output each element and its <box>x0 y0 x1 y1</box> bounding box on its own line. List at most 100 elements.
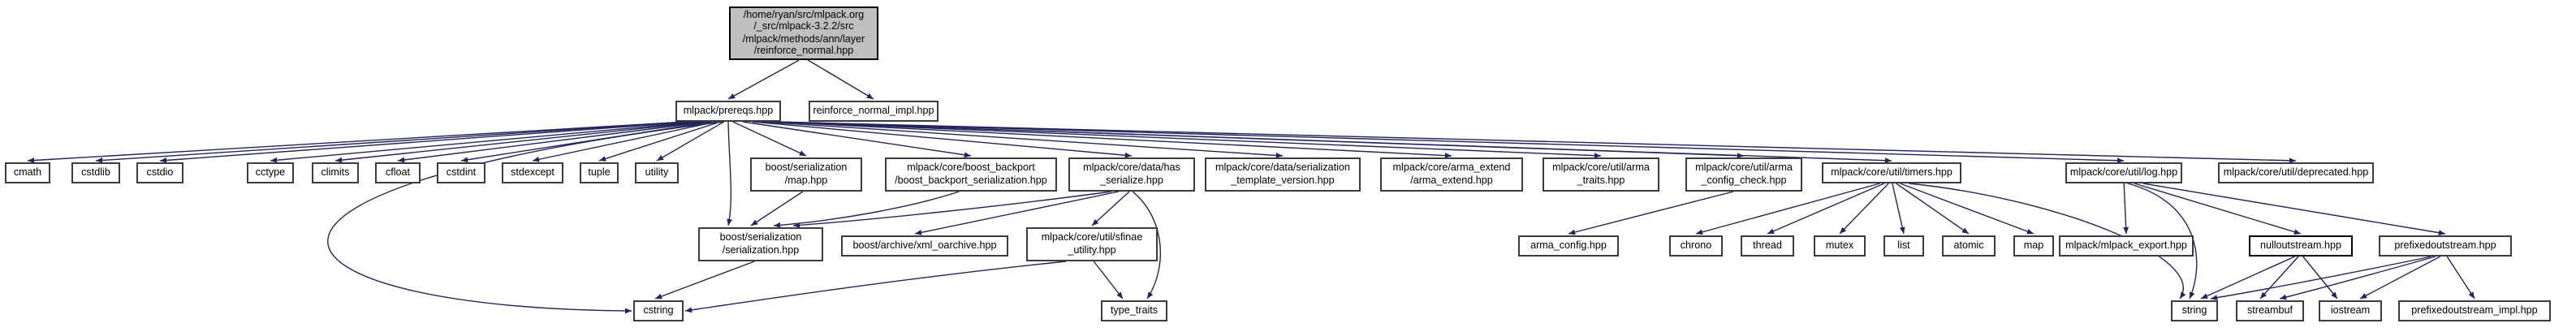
graph-node-stdexcept[interactable]: stdexcept <box>502 162 563 183</box>
graph-node-label: mlpack/core/data/has _serialize.hpp <box>1083 162 1180 186</box>
edge-prereqs-cstdint <box>460 121 713 163</box>
graph-node-timers[interactable]: mlpack/core/util/timers.hpp <box>1822 162 1961 183</box>
edge-prefixedoutstream-iostream <box>2359 256 2441 300</box>
graph-node-arma_extend[interactable]: mlpack/core/arma_extend /arma_extend.hpp <box>1380 157 1523 192</box>
edge-prereqs-log <box>774 121 2125 164</box>
graph-node-label: nulloutstream.hpp <box>2259 239 2342 252</box>
graph-node-backport[interactable]: mlpack/core/boost_backport /boost_backpo… <box>885 157 1057 192</box>
edge-sfinae-type_traits <box>1093 261 1124 300</box>
graph-node-label: list <box>1897 239 1910 252</box>
graph-node-log[interactable]: mlpack/core/util/log.hpp <box>2065 162 2182 183</box>
edge-log-mlpack_export <box>2123 183 2129 235</box>
graph-node-type_traits[interactable]: type_traits <box>1101 300 1167 321</box>
graph-node-label: boost/serialization /serialization.hpp <box>719 231 802 256</box>
edge-prereqs-stdexcept <box>532 121 717 162</box>
graph-node-label: arma_config.hpp <box>1530 239 1607 252</box>
graph-node-tuple[interactable]: tuple <box>580 162 619 183</box>
graph-node-cstdint[interactable]: cstdint <box>437 162 485 183</box>
graph-node-label: cstdio <box>146 166 174 179</box>
graph-node-arma_config[interactable]: arma_config.hpp <box>1518 235 1619 257</box>
graph-node-cctype[interactable]: cctype <box>247 162 294 183</box>
edge-has_serialize-sfinae <box>1091 191 1130 226</box>
graph-node-cstdlib[interactable]: cstdlib <box>71 162 120 183</box>
edge-timers-string <box>1909 183 2186 300</box>
edge-prereqs-timers <box>774 121 1892 164</box>
edge-serialization-cstring <box>654 261 755 300</box>
edge-prereqs-arma_traits <box>774 121 1602 159</box>
graph-node-label: atomic <box>1953 239 1984 252</box>
graph-node-nulloutstream[interactable]: nulloutstream.hpp <box>2249 235 2353 257</box>
graph-node-label: cstring <box>643 304 674 317</box>
graph-node-atomic[interactable]: atomic <box>1942 235 1996 257</box>
graph-node-label: mlpack/core/arma_extend /arma_extend.hpp <box>1392 162 1511 186</box>
edge-nulloutstream-streambuf <box>2259 256 2299 300</box>
graph-node-label: mlpack/core/util/log.hpp <box>2069 166 2178 179</box>
edge-has_serialize-serialization <box>792 191 1112 228</box>
graph-node-cfloat[interactable]: cfloat <box>375 162 421 183</box>
graph-node-cmath[interactable]: cmath <box>5 162 50 183</box>
graph-node-has_serialize[interactable]: mlpack/core/data/has _serialize.hpp <box>1068 157 1195 192</box>
graph-node-boost_map[interactable]: boost/serialization /map.hpp <box>750 157 862 192</box>
graph-node-list[interactable]: list <box>1883 235 1924 257</box>
graph-node-label: utility <box>645 166 669 179</box>
graph-node-iostream[interactable]: iostream <box>2319 300 2382 321</box>
graph-node-chrono[interactable]: chrono <box>1669 235 1723 257</box>
edge-prereqs-cstring <box>327 121 724 314</box>
graph-node-label: cctype <box>255 166 286 179</box>
edge-prefixedoutstream-string <box>2210 256 2431 301</box>
graph-node-label: mutex <box>1825 239 1854 252</box>
graph-node-label: chrono <box>1680 239 1712 252</box>
graph-node-label: mlpack/core/util/sfinae _utility.hpp <box>1041 231 1143 256</box>
graph-node-impl[interactable]: reinforce_normal_impl.hpp <box>809 101 938 122</box>
edge-log-string <box>2127 183 2198 300</box>
graph-node-label: cstdlib <box>81 166 110 179</box>
graph-node-label: iostream <box>2330 304 2371 317</box>
graph-node-cstring[interactable]: cstring <box>633 300 684 321</box>
graph-node-label: boost/serialization /map.hpp <box>765 162 848 186</box>
edge-prereqs-cstdio <box>159 121 695 163</box>
graph-node-label: thread <box>1753 239 1782 252</box>
graph-node-mutex[interactable]: mutex <box>1814 235 1866 257</box>
graph-node-prefix_impl[interactable]: prefixedoutstream_impl.hpp <box>2398 300 2551 321</box>
graph-node-prefixedoutstream[interactable]: prefixedoutstream.hpp <box>2379 235 2512 257</box>
graph-node-cstdio[interactable]: cstdio <box>136 162 183 183</box>
edge-timers-thread <box>1767 183 1885 235</box>
edge-prereqs-serialization <box>727 121 733 226</box>
edge-log-nulloutstream <box>2134 183 2302 235</box>
edge-prereqs-climits <box>334 121 705 163</box>
graph-node-xml_oarchive[interactable]: boost/archive/xml_oarchive.hpp <box>841 235 1008 257</box>
graph-node-arma_cfg_check[interactable]: mlpack/core/util/arma _config_check.hpp <box>1685 157 1802 192</box>
graph-node-thread[interactable]: thread <box>1741 235 1794 257</box>
graph-node-string[interactable]: string <box>2171 300 2218 321</box>
graph-node-label: mlpack/core/util/timers.hpp <box>1831 166 1952 179</box>
edge-has_serialize-xml_oarchive <box>914 191 1120 235</box>
graph-node-label: mlpack/core/boost_backport /boost_backpo… <box>895 162 1047 186</box>
graph-node-streambuf[interactable]: streambuf <box>2236 300 2304 321</box>
graph-node-label: type_traits <box>1110 304 1159 317</box>
edge-root-prereqs <box>727 59 800 100</box>
graph-node-arma_traits[interactable]: mlpack/core/util/arma _traits.hpp <box>1543 157 1659 192</box>
graph-node-label: cfloat <box>385 166 411 179</box>
edge-prereqs-deprecated <box>774 121 2297 164</box>
edge-sfinae-cstring <box>684 261 1067 313</box>
edge-prereqs-ser_tmpl <box>761 121 1284 158</box>
graph-node-utility[interactable]: utility <box>635 162 679 183</box>
edge-root-impl <box>807 59 874 100</box>
graph-node-sfinae[interactable]: mlpack/core/util/sfinae _utility.hpp <box>1026 227 1158 261</box>
graph-node-climits[interactable]: climits <box>312 162 359 183</box>
edge-prereqs-backport <box>742 121 972 158</box>
graph-node-deprecated[interactable]: mlpack/core/util/deprecated.hpp <box>2218 162 2374 183</box>
graph-node-label: reinforce_normal_impl.hpp <box>813 105 934 117</box>
edge-timers-list <box>1892 183 1905 235</box>
graph-node-serialization[interactable]: boost/serialization /serialization.hpp <box>698 227 823 261</box>
graph-node-map[interactable]: map <box>2013 235 2054 257</box>
graph-node-ser_tmpl[interactable]: mlpack/core/data/serialization _template… <box>1205 157 1361 192</box>
edge-prereqs-boost_map <box>732 121 807 157</box>
graph-node-label: tuple <box>588 166 611 179</box>
graph-node-prereqs[interactable]: mlpack/prereqs.hpp <box>675 101 781 122</box>
graph-node-mlpack_export[interactable]: mlpack/mlpack_export.hpp <box>2059 235 2194 257</box>
graph-node-label: boost/archive/xml_oarchive.hpp <box>852 239 997 252</box>
